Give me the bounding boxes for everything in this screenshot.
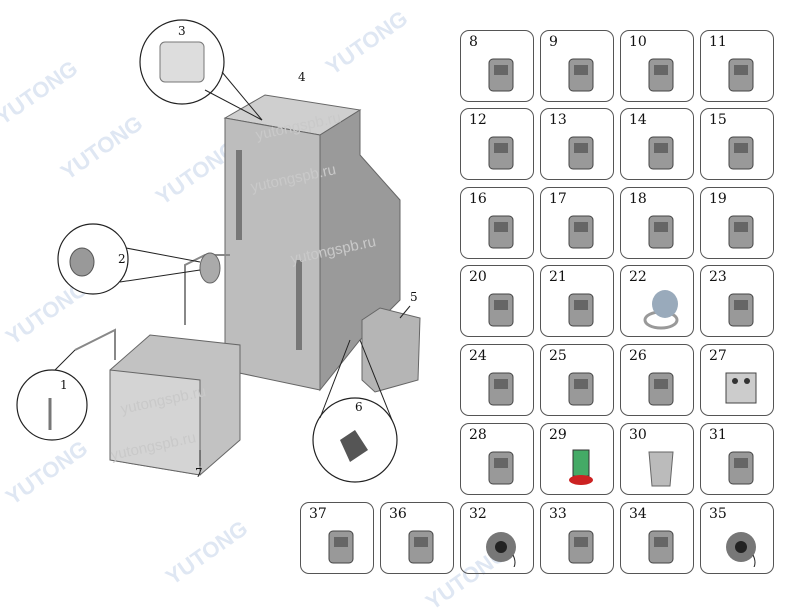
- trash-bin-icon: [648, 451, 674, 487]
- sensor-cable-icon: [728, 451, 754, 485]
- seal-ring-icon: [648, 215, 674, 249]
- block-icon: [648, 372, 674, 406]
- duct-sleeve-icon: [568, 530, 594, 564]
- part-card[interactable]: 30: [620, 423, 694, 495]
- part-number: 34: [629, 506, 647, 522]
- part-card[interactable]: 9: [540, 30, 614, 102]
- part-number: 9: [549, 34, 558, 50]
- plate-icon: [568, 215, 594, 249]
- part-number: 24: [469, 348, 487, 364]
- part-number: 31: [709, 427, 727, 443]
- part-card[interactable]: 19: [700, 187, 774, 259]
- tray-icon: [408, 530, 434, 564]
- part-number: 36: [389, 506, 407, 522]
- part-card[interactable]: 18: [620, 187, 694, 259]
- pressure-regulator-icon: [488, 136, 514, 170]
- callout-label: 7: [195, 466, 203, 480]
- lock-icon: [568, 58, 594, 92]
- blower-fan-icon: [486, 532, 516, 567]
- part-number: 27: [709, 348, 727, 364]
- part-card[interactable]: 17: [540, 187, 614, 259]
- part-card[interactable]: 31: [700, 423, 774, 495]
- controller-box-icon: [488, 372, 514, 406]
- part-number: 32: [469, 506, 487, 522]
- part-card[interactable]: 36: [380, 502, 454, 574]
- indicator-icon: [568, 293, 594, 327]
- part-card[interactable]: 37: [300, 502, 374, 574]
- callout-label: 5: [410, 290, 418, 304]
- part-card[interactable]: 33: [540, 502, 614, 574]
- handle-icon: [648, 58, 674, 92]
- part-card[interactable]: 13: [540, 108, 614, 180]
- part-card[interactable]: 20: [460, 265, 534, 337]
- part-card[interactable]: 25: [540, 344, 614, 416]
- part-card[interactable]: 29: [540, 423, 614, 495]
- part-number: 8: [469, 34, 478, 50]
- flange-icon: [648, 136, 674, 170]
- part-number: 35: [709, 506, 727, 522]
- part-number: 33: [549, 506, 567, 522]
- part-number: 23: [709, 269, 727, 285]
- part-card[interactable]: 22: [620, 265, 694, 337]
- part-number: 16: [469, 191, 487, 207]
- part-number: 12: [469, 112, 487, 128]
- spray-gun-icon: [728, 58, 754, 92]
- part-number: 13: [549, 112, 567, 128]
- part-card[interactable]: 10: [620, 30, 694, 102]
- part-number: 37: [309, 506, 327, 522]
- pump-icon: [488, 293, 514, 327]
- part-card[interactable]: 27: [700, 344, 774, 416]
- filter-bag-icon: [488, 215, 514, 249]
- part-card[interactable]: 11: [700, 30, 774, 102]
- solenoid-valve-icon: [488, 58, 514, 92]
- part-number: 25: [549, 348, 567, 364]
- part-card[interactable]: 23: [700, 265, 774, 337]
- part-number: 15: [709, 112, 727, 128]
- red-button-icon: [569, 449, 593, 485]
- part-number: 10: [629, 34, 647, 50]
- part-card[interactable]: 24: [460, 344, 534, 416]
- part-number: 14: [629, 112, 647, 128]
- blower-fan-icon: [726, 532, 756, 567]
- part-card[interactable]: 28: [460, 423, 534, 495]
- callout-label: 1: [60, 378, 68, 392]
- wc-sign-icon: [725, 372, 757, 404]
- toilet-seat-icon: [643, 290, 679, 330]
- part-number: 22: [629, 269, 647, 285]
- part-number: 20: [469, 269, 487, 285]
- part-card[interactable]: 12: [460, 108, 534, 180]
- part-card[interactable]: 15: [700, 108, 774, 180]
- callout-label: 3: [178, 24, 186, 38]
- part-card[interactable]: 21: [540, 265, 614, 337]
- assembly-diagram: [16, 19, 421, 483]
- actuator-icon: [568, 136, 594, 170]
- part-card[interactable]: 8: [460, 30, 534, 102]
- part-number: 19: [709, 191, 727, 207]
- part-card[interactable]: 16: [460, 187, 534, 259]
- part-card[interactable]: 34: [620, 502, 694, 574]
- faucet-icon: [728, 293, 754, 327]
- circuit-board-icon: [568, 372, 594, 406]
- part-number: 17: [549, 191, 567, 207]
- part-card[interactable]: 14: [620, 108, 694, 180]
- part-number: 21: [549, 269, 567, 285]
- callout-label: 4: [298, 70, 306, 84]
- panel-icon: [648, 530, 674, 564]
- callout-label: 2: [118, 252, 126, 266]
- part-number: 29: [549, 427, 567, 443]
- part-card[interactable]: 32: [460, 502, 534, 574]
- drain-valve-icon: [728, 136, 754, 170]
- callout-label: 6: [355, 400, 363, 414]
- part-number: 30: [629, 427, 647, 443]
- part-number: 28: [469, 427, 487, 443]
- push-button-icon: [728, 215, 754, 249]
- part-number: 11: [709, 34, 727, 50]
- valve-body-icon: [328, 530, 354, 564]
- part-card[interactable]: 35: [700, 502, 774, 574]
- part-card[interactable]: 26: [620, 344, 694, 416]
- part-number: 26: [629, 348, 647, 364]
- part-number: 18: [629, 191, 647, 207]
- bracket-icon: [488, 451, 514, 485]
